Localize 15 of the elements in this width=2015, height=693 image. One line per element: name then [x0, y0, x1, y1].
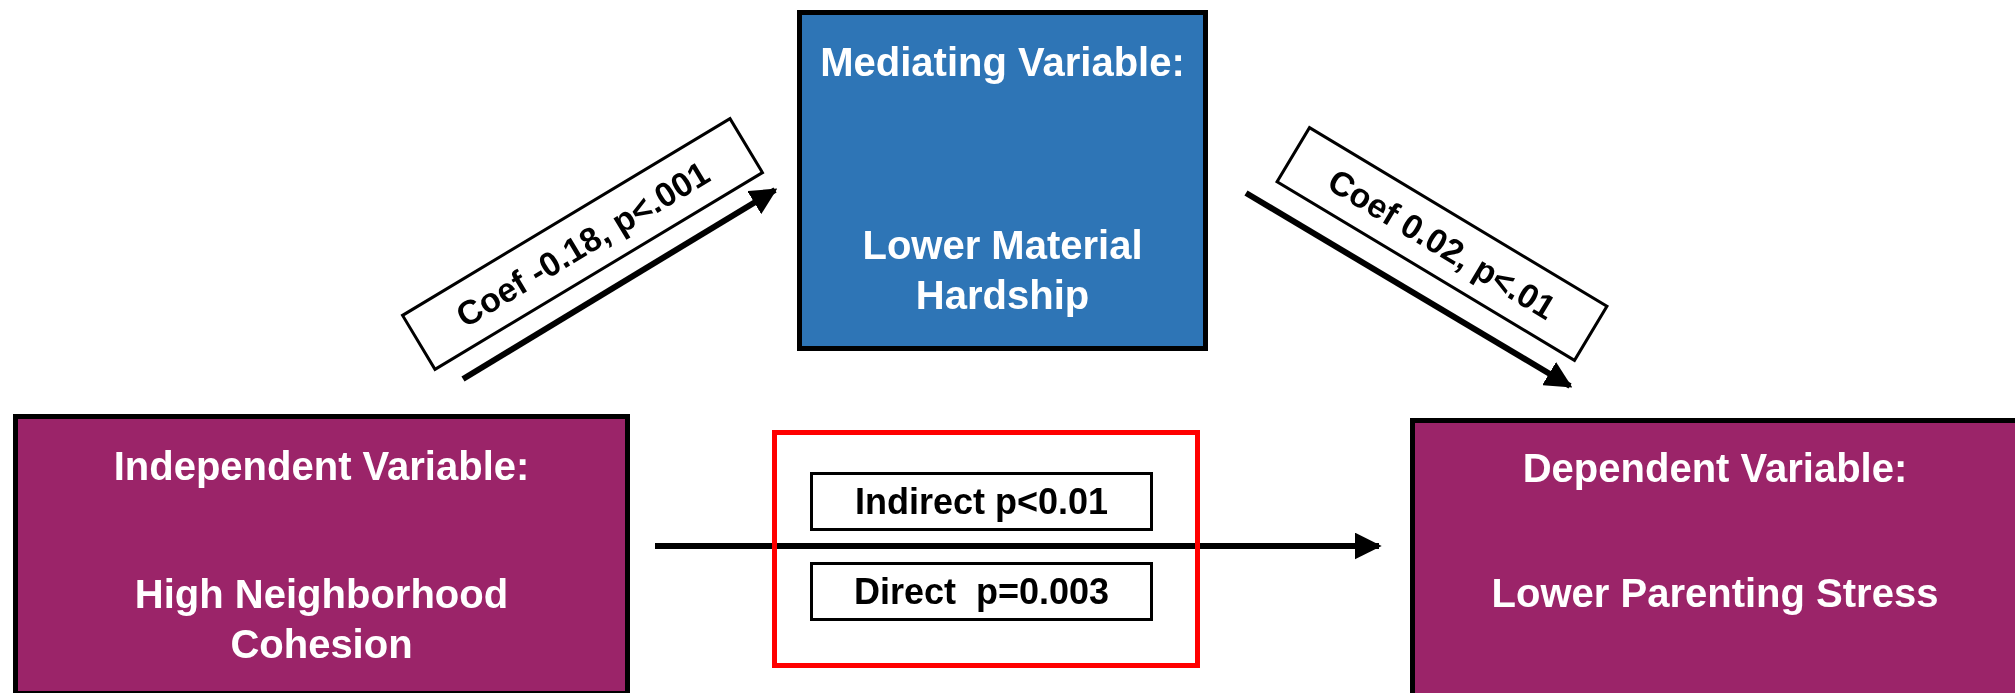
mediator-box [797, 10, 1208, 351]
result-label: Direct p=0.003 [810, 562, 1153, 621]
dependent-variable-box [1410, 418, 2015, 693]
variable-heading: Dependent Variable: [1521, 445, 1909, 492]
variable-heading: Independent Variable: [112, 443, 531, 490]
variable-name: High Neighborhood Cohesion [133, 571, 510, 668]
arrow [1244, 190, 1573, 389]
result-label: Indirect p<0.01 [810, 472, 1153, 531]
variable-name: Lower Material Hardship [861, 222, 1144, 319]
arrow [655, 532, 1382, 560]
result-frame [772, 430, 1200, 668]
arrow [461, 187, 778, 382]
variable-name: Lower Parenting Stress [1490, 570, 1940, 617]
variable-heading: Mediating Variable: [819, 39, 1186, 86]
independent-variable-box [13, 414, 630, 693]
